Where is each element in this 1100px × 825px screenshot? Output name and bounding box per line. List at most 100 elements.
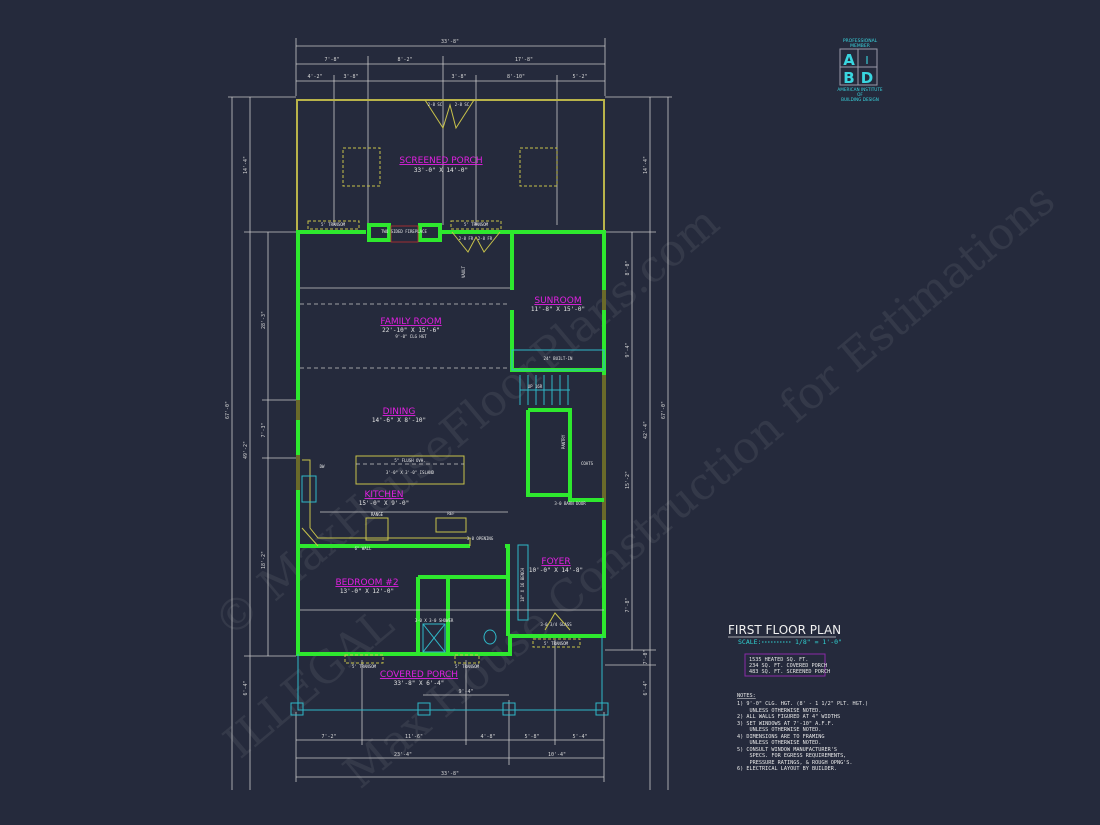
drawing-label: 5'-2" — [572, 74, 587, 80]
room-label-kitchen: KITCHEN — [365, 490, 404, 500]
drawing-label: 6) ELECTRICAL LAYOUT BY BUILDER. — [737, 766, 837, 772]
drawing-label: TWO SIDED FIREPLACE — [381, 229, 427, 234]
drawing-label: 33'-0" X 14'-0" — [414, 167, 468, 174]
drawing-label: 8'-10" — [507, 74, 525, 80]
drawing-label: 4'-2" — [307, 74, 322, 80]
drawing-label: RANGE — [371, 512, 384, 517]
drawing-label: 67'-0" — [225, 401, 231, 419]
room-label-dining: DINING — [383, 407, 416, 417]
drawing-line — [302, 459, 471, 546]
drawing-line — [505, 544, 510, 636]
drawing-line — [301, 527, 319, 547]
drawing-label: 33'-8" X 6'-4" — [394, 680, 445, 687]
drawing-label: 2-8 FR — [459, 236, 474, 241]
drawing-line — [526, 408, 572, 497]
exterior-walls — [296, 230, 606, 656]
drawing-label: D — [861, 69, 873, 87]
drawing-label: COATS — [581, 461, 594, 466]
drawing-label: 1535 HEATED SQ. FT. — [749, 657, 808, 663]
drawing-label: 3'-8" — [451, 74, 466, 80]
watermark: © MaxHouseFloorPlans.com ILLEGAL Max Hou… — [204, 174, 1064, 798]
drawing-label: 234 SQ. FT. COVERED PORCH — [749, 663, 827, 669]
drawing-label: 7'-3" — [261, 422, 267, 437]
porch-post — [290, 702, 304, 716]
drawing-label: 5' TRANSOM — [464, 222, 489, 227]
drawing-label: 5' TRANSOM — [455, 664, 480, 669]
room-label-bedroom-2: BEDROOM #2 — [335, 578, 398, 588]
drawing-label: 4) DIMENSIONS ARE TO FRAMING — [737, 734, 824, 740]
drawing-label: 18" X 16 BENCH — [520, 568, 525, 602]
room-label-family-room: FAMILY ROOM — [380, 317, 441, 327]
drawing-line — [344, 654, 384, 664]
drawing-label: 5'-8" — [524, 734, 539, 740]
drawing-label: 49'-2" — [243, 441, 249, 459]
drawing-line — [519, 147, 558, 187]
right-dimensions: 67'-0" 14'-4" 42'-4" 7'-0" 6'-4" 8'-0" 9… — [605, 96, 672, 790]
drawing-label: UP 16R — [528, 384, 543, 389]
drawing-label: 17'-8" — [515, 57, 533, 63]
drawing-label: 7'-0" — [643, 649, 649, 664]
drawing-label: UNLESS OTHERWISE NOTED. — [737, 708, 821, 714]
drawing-line — [367, 223, 391, 242]
screened-porch: 2-8 SC 2-8 SC 5' TRANSOM 5' TRANSOM SCRE… — [296, 99, 605, 232]
drawing-label: 11'-8" X 15'-0" — [531, 306, 585, 313]
drawing-label: 15'-2" — [625, 471, 631, 489]
drawing-label: OF — [857, 92, 863, 97]
drawing-label: 3-0 OPENING — [467, 536, 494, 541]
drawing-label: PROFESSIONAL — [843, 38, 878, 44]
drawing-line — [296, 455, 300, 490]
drawing-line — [517, 544, 529, 621]
fixtures: 24" BUILT-IN UP 16R 5" FLUSH OVH. 3'-0" … — [301, 231, 605, 669]
drawing-line — [568, 495, 604, 502]
drawing-line — [454, 654, 480, 664]
drawing-label: 28'-3" — [261, 311, 267, 329]
drawing-label: 6'-4" — [643, 680, 649, 695]
drawing-label: 10'-4" — [548, 752, 566, 758]
ceiling-lines — [300, 287, 604, 611]
drawing-label: 3-0 3/4 GLASS — [540, 622, 572, 627]
drawing-label: 5'-4" — [572, 734, 587, 740]
drawing-label: PANTRY — [561, 434, 566, 449]
fireplace: TWO SIDED FIREPLACE — [367, 223, 442, 243]
drawing-label: 6'-4" — [243, 680, 249, 695]
drawing-label: 5' TRANSOM — [544, 641, 569, 646]
drawing-line — [296, 99, 605, 232]
drawing-line — [424, 99, 475, 130]
drawing-line — [390, 225, 419, 243]
drawing-label: 7'-8" — [324, 57, 339, 63]
room-label-foyer: FOYER — [541, 557, 570, 567]
drawing-line — [451, 231, 501, 253]
drawing-label: 8'-2" — [397, 57, 412, 63]
drawing-label: 15'-0" X 9'-0" — [359, 500, 410, 507]
drawing-line — [307, 220, 360, 230]
drawing-label: 33'-8" — [441, 39, 459, 45]
drawing-line — [422, 623, 446, 653]
drawing-label: 3) SET WINDOWS AT 7'-10" A.F.F. — [737, 721, 834, 727]
drawing-line — [532, 638, 581, 648]
drawing-label: 23'-4" — [394, 752, 412, 758]
top-dimensions: 33'-8" 7'-8" 8'-2" 17'-8" 4'-2" 3'-8" 3'… — [295, 38, 606, 225]
drawing-label: UNLESS OTHERWISE NOTED. — [737, 727, 821, 733]
drawing-line — [297, 636, 603, 711]
drawing-label: B — [843, 69, 854, 87]
drawing-label: 2) ALL WALLS FIGURED AT 4" WIDTHS — [737, 714, 840, 720]
drawing-line — [296, 490, 606, 656]
drawing-label: 6" WALL — [355, 546, 372, 551]
drawing-line — [422, 623, 446, 653]
drawing-label: 9'-4" — [625, 342, 631, 357]
drawing-label: 7'-8" — [625, 597, 631, 612]
drawing-label: 14'-6" X 8'-10" — [372, 417, 426, 424]
drawing-line — [519, 375, 570, 405]
drawing-label: 2-8 FR — [478, 236, 493, 241]
drawing-label: PRESSURE RATINGS, & ROUGH OPNG'S. — [737, 760, 853, 766]
porch-post — [595, 702, 609, 716]
drawing-line — [355, 455, 465, 485]
room-label-screened-porch: SCREENED PORCH — [399, 156, 482, 166]
drawing-label: 5) CONSULT WINDOW MANUFACTURER'S — [737, 747, 837, 753]
drawing-label: SCALE: — [738, 638, 761, 646]
drawing-label: SPECS. FOR EGRESS REQUIREMENTS, — [737, 753, 846, 759]
drawing-label: 13'-0" X 12'-0" — [340, 588, 394, 595]
drawing-line — [342, 147, 381, 187]
drawing-line — [296, 230, 366, 400]
